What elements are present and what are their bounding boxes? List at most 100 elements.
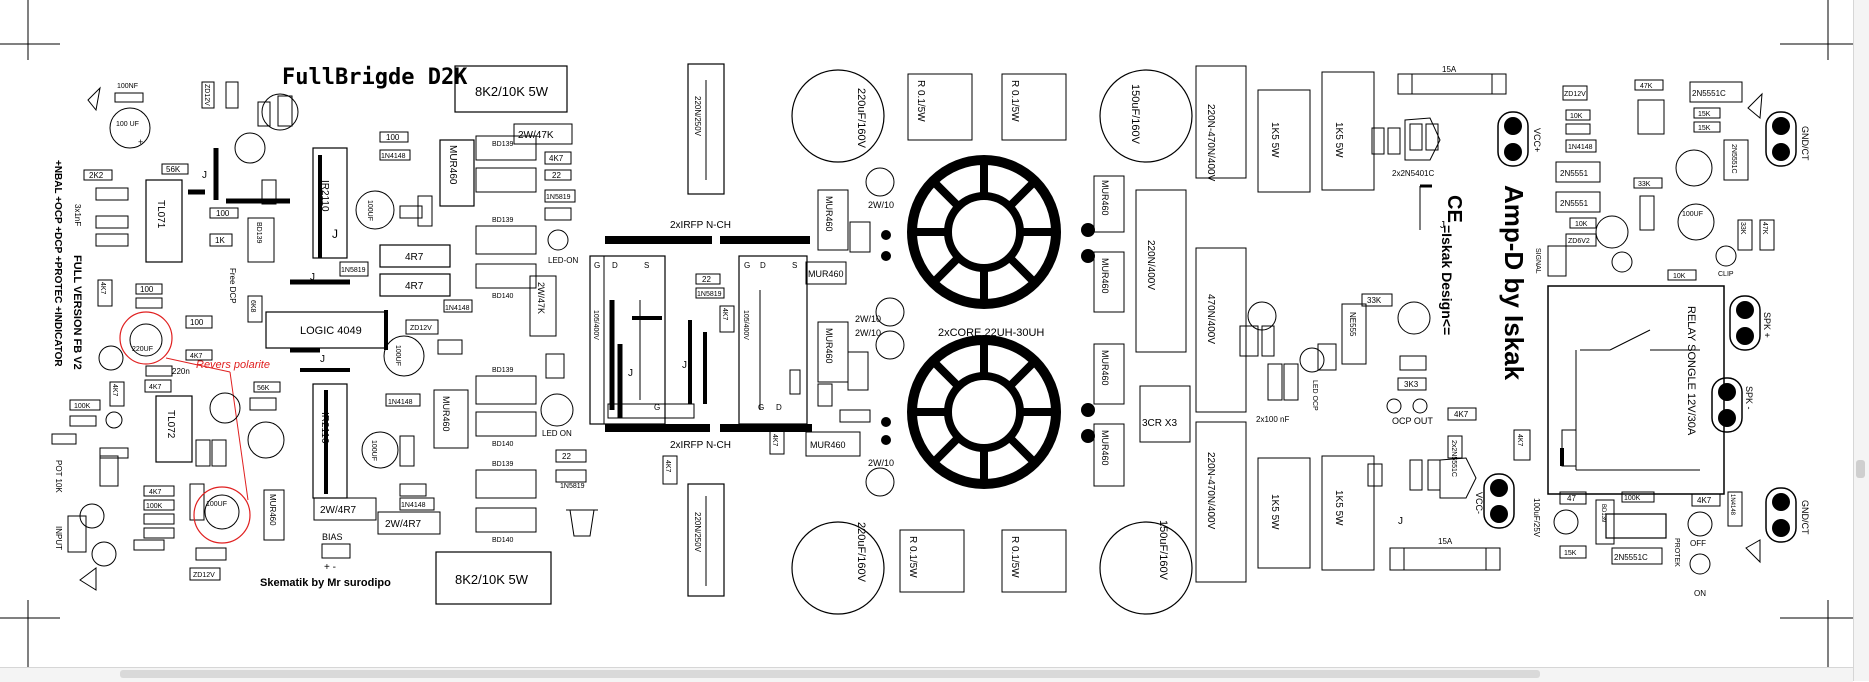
mur460-right-c: MUR460 [1100, 350, 1110, 386]
ce-mark: CE [1443, 195, 1465, 223]
res-4k7-d: 4K7 [149, 384, 162, 391]
cap-105-b: 105/400V [742, 310, 749, 340]
horizontal-scroll-thumb[interactable] [120, 670, 1540, 678]
svg-text:J: J [310, 272, 315, 283]
bulk-caps: 220uF/160V 220uF/160V 150uF/160V 150uF/1… [791, 69, 1193, 615]
cap-100uf-b: 100UF [366, 200, 373, 221]
signal-label: SIGNAL [1534, 248, 1541, 274]
res-4k7-e: 4K7 [149, 489, 162, 496]
res-4k7-i: 4K7 [1454, 410, 1469, 419]
q-2n5401c: 2x2N5401C [1392, 169, 1434, 178]
vertical-scrollbar[interactable] [1853, 0, 1869, 681]
res-3k3: 3K3 [1404, 380, 1419, 389]
res-33k-c: 33K [1739, 222, 1746, 235]
q-2n5551-b: 2N5551 [1560, 199, 1589, 208]
diode-1n5819-a: 1N5819 [341, 267, 366, 274]
vcc-neg-label: VCC- [1474, 492, 1484, 514]
res-2k2: 2K2 [89, 171, 104, 180]
bd139-right: BD139 [1600, 504, 1606, 523]
res-56k-b: 56K [257, 385, 270, 392]
cap-220uf: 220UF [132, 346, 153, 353]
ic-ir2110-top: IR2110 [319, 180, 330, 212]
vertical-scroll-thumb[interactable] [1856, 460, 1865, 478]
brand-title: Amp-D by Iskak [1499, 185, 1529, 381]
irfp-bot-label: 2xIRFP N-CH [670, 440, 731, 451]
ind-3cr: 3CR X3 [1142, 418, 1177, 429]
bd139-a: BD139 [492, 141, 514, 148]
res-33k-b: 33K [1638, 181, 1651, 188]
relay-label: RELAY SONGLE 12V/30A [1685, 306, 1697, 436]
input-horn-icon [79, 567, 97, 591]
cap-100n-a: 220n [172, 367, 190, 376]
bias-label: BIAS [322, 532, 343, 542]
diode-1n5819-c: 1N5819 [560, 483, 585, 490]
mur460-left-mid: MUR460 [441, 396, 451, 432]
res-22-c: 22 [702, 275, 711, 284]
ic-tl071: TL071 [155, 200, 166, 229]
led-on-label-b: LED ON [542, 429, 572, 438]
res-10k-b: 10K [1575, 221, 1588, 228]
res-r01-d: R 0.1/5W [1009, 536, 1020, 578]
svg-text:J: J [332, 227, 338, 241]
res-15k-c: 15K [1564, 550, 1577, 557]
res-2w10-c: 2W/10 [855, 328, 881, 338]
cap-100uf-e: 100UF [370, 440, 377, 461]
version-line-2: FULL VERSION FB V2 [71, 255, 83, 370]
q-2n5401-left: BD139 [255, 222, 262, 244]
diode-1n5819-d: 1N5819 [697, 291, 722, 298]
q-2n5551c-a: 2N5551C [1692, 89, 1726, 98]
res-15k-a: 15K [1698, 111, 1711, 118]
cap-100uf-c: 100UF [394, 345, 401, 366]
on-label: ON [1694, 589, 1706, 598]
led-ocp-label: LED OCP [1311, 380, 1318, 411]
cap-100uf-f: 100UF [1682, 211, 1703, 218]
bd-transistors: BD139 BD139 BD140 BD139 BD140 BD139 BD14… [475, 135, 537, 544]
res-r01-b: R 0.1/5W [1009, 80, 1020, 122]
cap-220uf160v-b: 220uF/160V [855, 522, 867, 583]
zener-1: ZD12V [203, 84, 210, 106]
zener-4: ZD12V [1564, 91, 1586, 98]
res-4k7-j: 4K7 [1516, 434, 1523, 447]
res-22k: 4K7 [111, 384, 118, 397]
res-100-a: 100 [216, 209, 230, 218]
svg-text:G: G [744, 261, 750, 270]
bd139-b: BD139 [492, 217, 514, 224]
irfp-top-label: 2xIRFP N-CH [670, 220, 731, 231]
brand-subtitle: =Iskak Design<= [1439, 225, 1455, 335]
fuse-top-label: 15A [1442, 65, 1457, 74]
mur460-left-top: MUR460 [447, 145, 458, 185]
res-22-a: 22 [552, 171, 561, 180]
recycle-bin-icon [566, 509, 598, 537]
res-100k-b: 100K [146, 503, 163, 510]
bd140-a: BD140 [492, 293, 514, 300]
speaker-horn-icon-right [1747, 92, 1763, 119]
svg-text:J: J [1398, 516, 1403, 527]
cap-220n250v-bot: 220N/250V [693, 512, 702, 553]
res-4k7-k: 4K7 [1697, 496, 1712, 505]
res-1k5-a: 1K5 5W [1269, 122, 1280, 158]
svg-text:J: J [202, 170, 207, 181]
svg-text:S: S [644, 261, 649, 270]
cap-105-a: 105/400V [592, 310, 599, 340]
res-47k-b: 47K [1761, 222, 1768, 235]
res-100k-a: 100K [74, 403, 91, 410]
cap-100uf: 100 UF [116, 121, 139, 128]
cap-3x1nf: 3x1nF [73, 204, 82, 226]
mur460-mid-c: MUR460 [824, 328, 834, 364]
svg-text:D: D [760, 261, 766, 270]
res-10k-c: 10K [1673, 273, 1686, 280]
vcc-pos-label: VCC+ [1532, 128, 1542, 152]
res-2w10-d: 2W/10 [868, 458, 894, 468]
res-4k7-b: 4K7 [99, 282, 106, 295]
cap-220n470n-a: 220N-470N/400V [1205, 104, 1216, 182]
cap-100uf-25v: 100uF/25V [1532, 498, 1541, 538]
res-100-c: 100 [140, 285, 154, 294]
svg-text:G: G [654, 403, 660, 412]
res-47k-a: 47K [1640, 83, 1653, 90]
svg-text:J: J [682, 360, 687, 371]
res-100k-c: 100K [1624, 495, 1641, 502]
diode-1n4148-b: 1N4148 [445, 305, 470, 312]
res-4k7-a: 4K7 [549, 154, 564, 163]
ic-tl072: TL072 [165, 410, 176, 439]
res-56k: 56K [166, 165, 181, 174]
